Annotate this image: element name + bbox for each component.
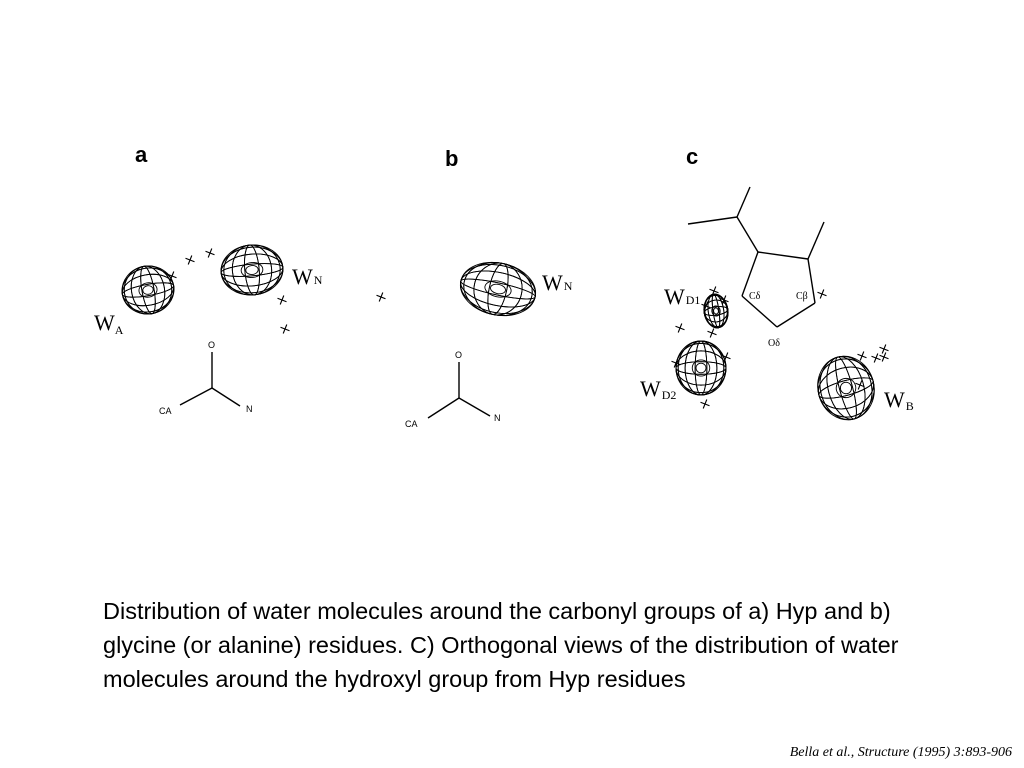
proline-ring: Cδ Cβ Oδ xyxy=(687,186,825,349)
atom-cd: Cδ xyxy=(749,291,761,302)
water-cross-mark xyxy=(719,295,729,305)
panel-b: b WN O CA N xyxy=(376,146,573,429)
water-cross-mark xyxy=(871,353,881,363)
atom-od: Oδ xyxy=(768,338,780,349)
water-cross-mark xyxy=(376,292,386,302)
water-cross-mark xyxy=(857,351,867,361)
water-cross-mark xyxy=(721,352,731,362)
atom-o-b: O xyxy=(455,350,462,360)
water-cross-mark xyxy=(879,344,889,354)
water-cross-mark xyxy=(205,248,215,258)
water-cross-mark xyxy=(855,380,865,390)
wd1-label: WD1 xyxy=(664,284,700,309)
atom-cb: Cβ xyxy=(796,291,808,302)
atom-n-b: N xyxy=(494,413,501,423)
water-distribution-figure: a WA WN O CA N b WN O CA N c xyxy=(94,142,914,429)
water-cross-mark xyxy=(185,255,195,265)
wd1-density-mesh xyxy=(703,293,729,329)
water-cross-mark xyxy=(280,324,290,334)
water-cross-mark xyxy=(671,358,681,368)
panel-c-label: c xyxy=(686,144,698,169)
carbonyl-fragment-b: O CA N xyxy=(405,350,501,429)
wn-label-a: WN xyxy=(292,264,323,289)
atom-ca-a: CA xyxy=(159,406,172,416)
atom-n-a: N xyxy=(246,404,253,414)
wb-label: WB xyxy=(884,387,914,413)
panel-a: a WA WN O CA N xyxy=(94,142,323,416)
water-cross-mark xyxy=(277,295,287,305)
wa-density-mesh xyxy=(121,265,175,315)
water-cross-mark xyxy=(675,323,685,333)
panel-c: c Cδ Cβ Oδ WD1 WD2 WB xyxy=(640,144,914,421)
water-cross-mark xyxy=(701,301,711,311)
water-cross-mark xyxy=(709,286,719,296)
water-cross-mark xyxy=(707,328,717,338)
panel-b-label: b xyxy=(445,146,458,171)
water-crosses-b xyxy=(376,292,386,302)
water-cross-mark xyxy=(700,399,710,409)
atom-ca-b: CA xyxy=(405,419,418,429)
water-crosses-c xyxy=(671,286,889,409)
citation: Bella et al., Structure (1995) 3:893-906 xyxy=(789,745,1012,760)
water-cross-mark xyxy=(167,271,177,281)
wd2-label: WD2 xyxy=(640,376,676,402)
water-cross-mark xyxy=(817,289,827,299)
wn-density-mesh xyxy=(220,244,284,296)
wd2-density-mesh xyxy=(675,340,727,396)
water-cross-mark xyxy=(879,352,889,362)
wb-density-mesh xyxy=(817,355,875,421)
figure-caption: Distribution of water molecules around t… xyxy=(103,598,899,692)
panel-a-label: a xyxy=(135,142,148,167)
carbonyl-fragment-a: O CA N xyxy=(159,340,253,416)
atom-o-a: O xyxy=(208,340,215,350)
water-crosses-a xyxy=(167,248,290,334)
wn-label-b: WN xyxy=(542,270,573,295)
wa-label: WA xyxy=(94,310,124,337)
wn-density-mesh-b xyxy=(459,261,537,317)
